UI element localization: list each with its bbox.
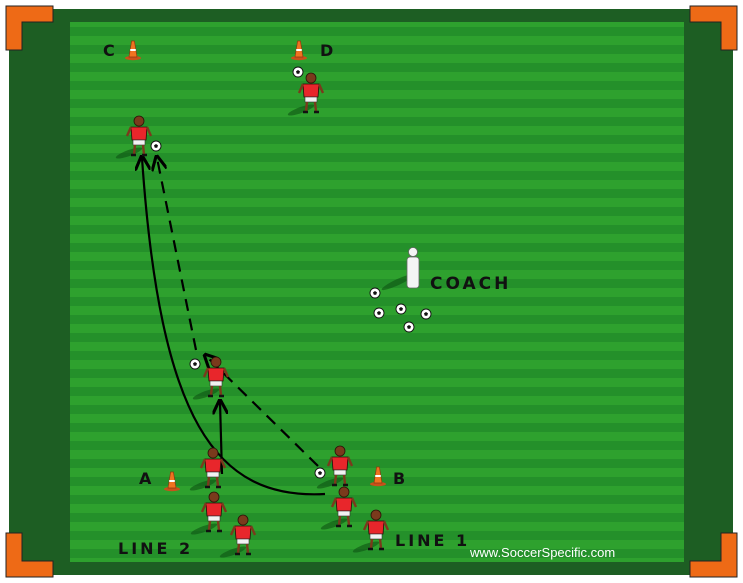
coach-label: COACH — [430, 274, 511, 294]
coach-ball-5 — [404, 322, 414, 332]
line-2-label: LINE 2 — [118, 539, 193, 558]
cone-a-label: A — [139, 469, 152, 488]
coach-ball-3 — [396, 304, 406, 314]
cone-b-label: B — [393, 469, 405, 488]
ball-at-d — [293, 67, 303, 77]
coach-ball-4 — [421, 309, 431, 319]
line-1-label: LINE 1 — [395, 531, 470, 550]
coach-ball-2 — [374, 308, 384, 318]
ball-at-c — [151, 141, 161, 151]
cone-c-label: C — [103, 41, 115, 60]
cone-d-label: D — [320, 41, 333, 60]
coach-ball-1 — [370, 288, 380, 298]
watermark: www.SoccerSpecific.com — [469, 545, 615, 560]
ball-center — [190, 359, 200, 369]
ball-at-b — [315, 468, 325, 478]
